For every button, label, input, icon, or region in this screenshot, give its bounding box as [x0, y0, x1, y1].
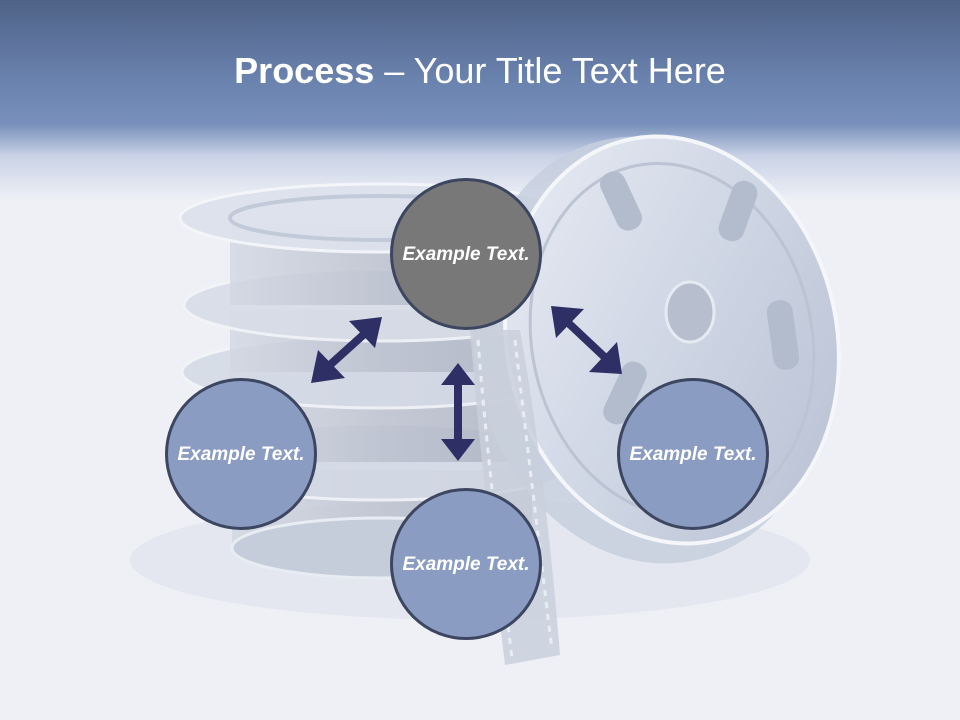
slide-title: Process – Your Title Text Here — [234, 50, 726, 91]
node-label: Example Text. — [402, 243, 530, 265]
node-label: Example Text. — [402, 553, 530, 575]
node-label: Example Text. — [177, 443, 305, 465]
double-arrow-icon — [311, 317, 382, 383]
node-label: Example Text. — [629, 443, 757, 465]
process-node-bottom: Example Text. — [390, 488, 542, 640]
double-arrow-icon — [551, 306, 622, 374]
title-bar — [0, 0, 960, 200]
double-arrow-icon — [441, 363, 475, 461]
process-node-top: Example Text. — [390, 178, 542, 330]
process-node-left: Example Text. — [165, 378, 317, 530]
process-node-right: Example Text. — [617, 378, 769, 530]
